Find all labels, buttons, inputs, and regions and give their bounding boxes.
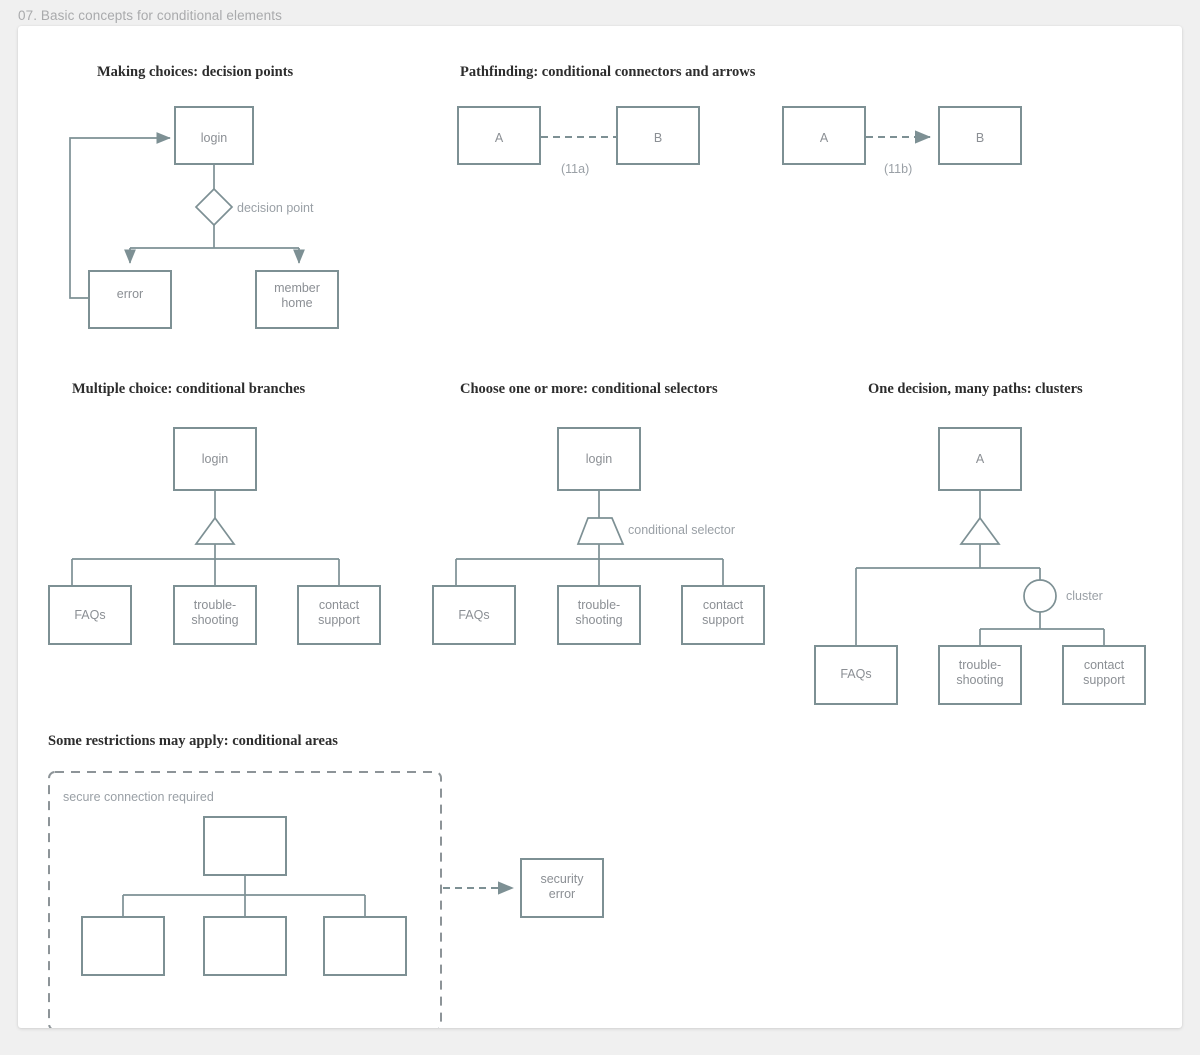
- node-pathfinding-b1[interactable]: [616, 106, 700, 165]
- conditional-selector-trapezoid[interactable]: [576, 517, 625, 545]
- node-label-clusters-troubleshooting-line2: shooting: [956, 673, 1003, 687]
- caption-11a: (11a): [561, 162, 589, 176]
- node-area-root[interactable]: [203, 816, 287, 876]
- node-label-member-home-line2: home: [281, 296, 312, 310]
- diagram-canvas: Making choices: decision points login de…: [48, 64, 1146, 1028]
- node-label-clusters-troubleshooting-line1: trouble-: [959, 658, 1001, 672]
- node-branches-contact-support[interactable]: [297, 585, 381, 645]
- cluster-circle[interactable]: [1023, 579, 1057, 613]
- section-title-decision-points: Making choices: decision points: [97, 64, 294, 80]
- node-label-member-home-line1: member: [274, 281, 320, 295]
- node-label-selectors-contact-line2: support: [702, 613, 744, 627]
- annotation-decision-point: decision point: [237, 201, 314, 215]
- node-label-clusters-a: A: [976, 452, 985, 466]
- node-security-error[interactable]: [520, 858, 604, 918]
- edge-error-feedback-loop: [69, 132, 171, 299]
- node-label-error: error: [117, 287, 143, 301]
- conditional-branch-triangle[interactable]: [194, 516, 236, 545]
- decision-point-diamond[interactable]: [194, 187, 234, 227]
- node-label-pathfinding-a2: A: [820, 131, 829, 145]
- node-pathfinding-a1[interactable]: [457, 106, 541, 165]
- node-label-branches-login: login: [202, 452, 228, 466]
- node-area-child-2[interactable]: [203, 916, 287, 976]
- node-pathfinding-b2[interactable]: [938, 106, 1022, 165]
- section-title-conditional-selectors: Choose one or more: conditional selector…: [460, 381, 718, 397]
- node-label-clusters-faqs: FAQs: [840, 667, 871, 681]
- node-selectors-troubleshooting[interactable]: [557, 585, 641, 645]
- node-selectors-contact-support[interactable]: [681, 585, 765, 645]
- annotation-conditional-selector: conditional selector: [628, 523, 735, 537]
- node-error[interactable]: [88, 270, 172, 329]
- node-login-decision[interactable]: [174, 106, 254, 165]
- caption-11b: (11b): [884, 162, 912, 176]
- node-label-pathfinding-b2: B: [976, 131, 984, 145]
- node-pathfinding-a2[interactable]: [782, 106, 866, 165]
- node-area-child-3[interactable]: [323, 916, 407, 976]
- section-title-pathfinding: Pathfinding: conditional connectors and …: [460, 64, 756, 80]
- node-branches-troubleshooting[interactable]: [173, 585, 257, 645]
- section-title-conditional-branches: Multiple choice: conditional branches: [72, 381, 306, 397]
- diagram-card: Making choices: decision points login de…: [18, 26, 1182, 1028]
- node-label-branches-faqs: FAQs: [74, 608, 105, 622]
- node-label-login: login: [201, 131, 227, 145]
- node-selectors-faqs[interactable]: [432, 585, 516, 645]
- node-label-selectors-login: login: [586, 452, 612, 466]
- node-area-child-1[interactable]: [81, 916, 165, 976]
- node-label-pathfinding-a1: A: [495, 131, 504, 145]
- section-title-conditional-areas: Some restrictions may apply: conditional…: [48, 733, 338, 749]
- conditional-area-boundary[interactable]: [48, 771, 442, 1028]
- page-title: 07. Basic concepts for conditional eleme…: [18, 8, 282, 23]
- node-branches-faqs[interactable]: [48, 585, 132, 645]
- node-clusters-faqs[interactable]: [814, 645, 898, 705]
- node-label-clusters-contact-line2: support: [1083, 673, 1125, 687]
- node-label-pathfinding-b1: B: [654, 131, 662, 145]
- node-label-selectors-contact-line1: contact: [703, 598, 744, 612]
- node-label-clusters-contact-line1: contact: [1084, 658, 1125, 672]
- node-label-branches-contact-line1: contact: [319, 598, 360, 612]
- node-clusters-contact-support[interactable]: [1062, 645, 1146, 705]
- node-label-security-error-line1: security: [540, 872, 584, 886]
- node-branches-login[interactable]: [173, 427, 257, 491]
- node-clusters-a[interactable]: [938, 427, 1022, 491]
- node-clusters-troubleshooting[interactable]: [938, 645, 1022, 705]
- conditional-area-label: secure connection required: [63, 790, 214, 804]
- node-label-selectors-troubleshooting-line2: shooting: [575, 613, 622, 627]
- node-label-branches-contact-line2: support: [318, 613, 360, 627]
- section-title-clusters: One decision, many paths: clusters: [868, 381, 1083, 397]
- node-label-security-error-line2: error: [549, 887, 575, 901]
- node-label-selectors-faqs: FAQs: [458, 608, 489, 622]
- node-label-selectors-troubleshooting-line1: trouble-: [578, 598, 620, 612]
- node-member-home[interactable]: [255, 270, 339, 329]
- node-label-branches-troubleshooting-line2: shooting: [191, 613, 238, 627]
- node-label-branches-troubleshooting-line1: trouble-: [194, 598, 236, 612]
- annotation-cluster: cluster: [1066, 589, 1103, 603]
- cluster-branch-triangle[interactable]: [959, 516, 1001, 545]
